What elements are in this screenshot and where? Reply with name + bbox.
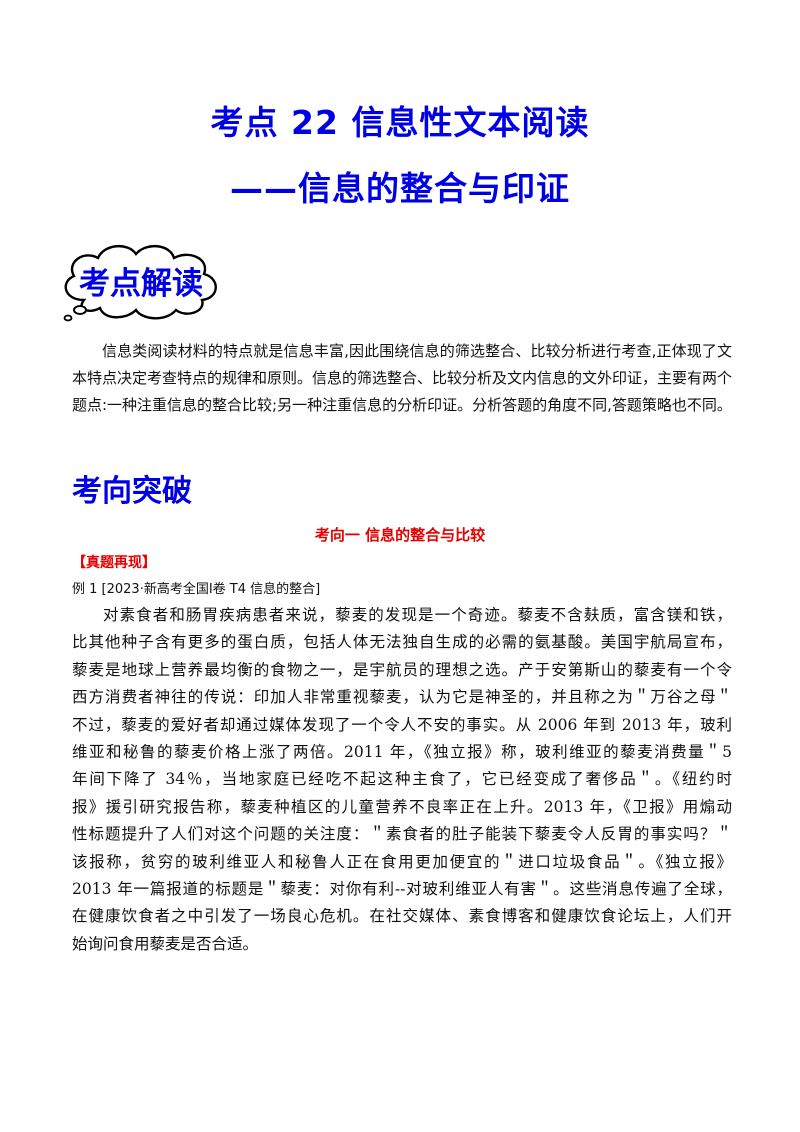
passage-line: 年间下降了 34％，当地家庭已经吃不起这种主食了，它已经变成了奢侈品＂。《纽约时 <box>72 770 732 789</box>
intro-paragraph: 信息类阅读材料的特点就是信息丰富,因此围绕信息的筛选整合、比较分析进行考查,正体… <box>72 342 733 414</box>
passage-line: 维亚和秘鲁的藜麦价格上涨了两倍。2011 年，《独立报》称，玻利维亚的藜麦消费量… <box>72 742 732 761</box>
passage-line: 性标题提升了人们对这个问题的关注度：＂素食者的肚子能装下藜麦令人反胃的事实吗？＂ <box>72 825 732 844</box>
passage-line: 报》援引研究报告称，藜麦种植区的儿童营养不良率正在上升。2013 年，《卫报》用… <box>72 797 732 816</box>
page-title: 考点 22 信息性文本阅读 <box>210 103 590 142</box>
passage-line: 比其他种子含有更多的蛋白质，包括人体无法独自生成的必需的氨基酸。美国宇航局宣布， <box>72 633 732 652</box>
subsection-heading: 考向一 信息的整合与比较 <box>314 526 486 544</box>
passage-line: 西方消费者神往的传说：印加人非常重视藜麦，认为它是神圣的，并且称之为＂万谷之母＂ <box>72 688 732 707</box>
passage-line: 不过，藜麦的爱好者却通过媒体发现了一个令人不安的事实。从 2006 年到 201… <box>72 715 732 734</box>
passage-line: 该报称，贫穷的玻利维亚人和秘鲁人正在食用更加便宜的＂进口垃圾食品＂。《独立报》 <box>72 852 732 871</box>
badge-label: 考点解读 <box>79 266 203 302</box>
page-subtitle: ——信息的整合与印证 <box>230 169 570 208</box>
exam-label: 【真题再现】 <box>72 555 156 571</box>
section-heading: 考向突破 <box>72 474 192 509</box>
example-label: 例 1 [2023·新高考全国Ⅰ卷 T4 信息的整合] <box>72 582 321 597</box>
passage-line: 在健康饮食者之中引发了一场良心危机。在社交媒体、素食博客和健康饮食论坛上，人们开 <box>72 907 732 926</box>
passage-line: 始询问食用藜麦是否合适。 <box>72 934 259 953</box>
section-badge: 考点解读 <box>54 238 226 324</box>
passage-line: 藜麦是地球上营养最均衡的食物之一，是宇航员的理想之选。产于安第斯山的藜麦有一个令 <box>72 660 732 679</box>
cloud-icon <box>63 245 217 322</box>
reading-passage: 对素食者和肠胃疾病患者来说，藜麦的发现是一个奇迹。藜麦不含麸质，富含镁和铁， 比… <box>72 602 732 958</box>
passage-line: 2013 年一篇报道的标题是＂藜麦：对你有利--对玻利维亚人有害＂。这些消息传遍… <box>72 879 732 898</box>
passage-line: 对素食者和肠胃疾病患者来说，藜麦的发现是一个奇迹。藜麦不含麸质，富含镁和铁， <box>103 606 732 624</box>
